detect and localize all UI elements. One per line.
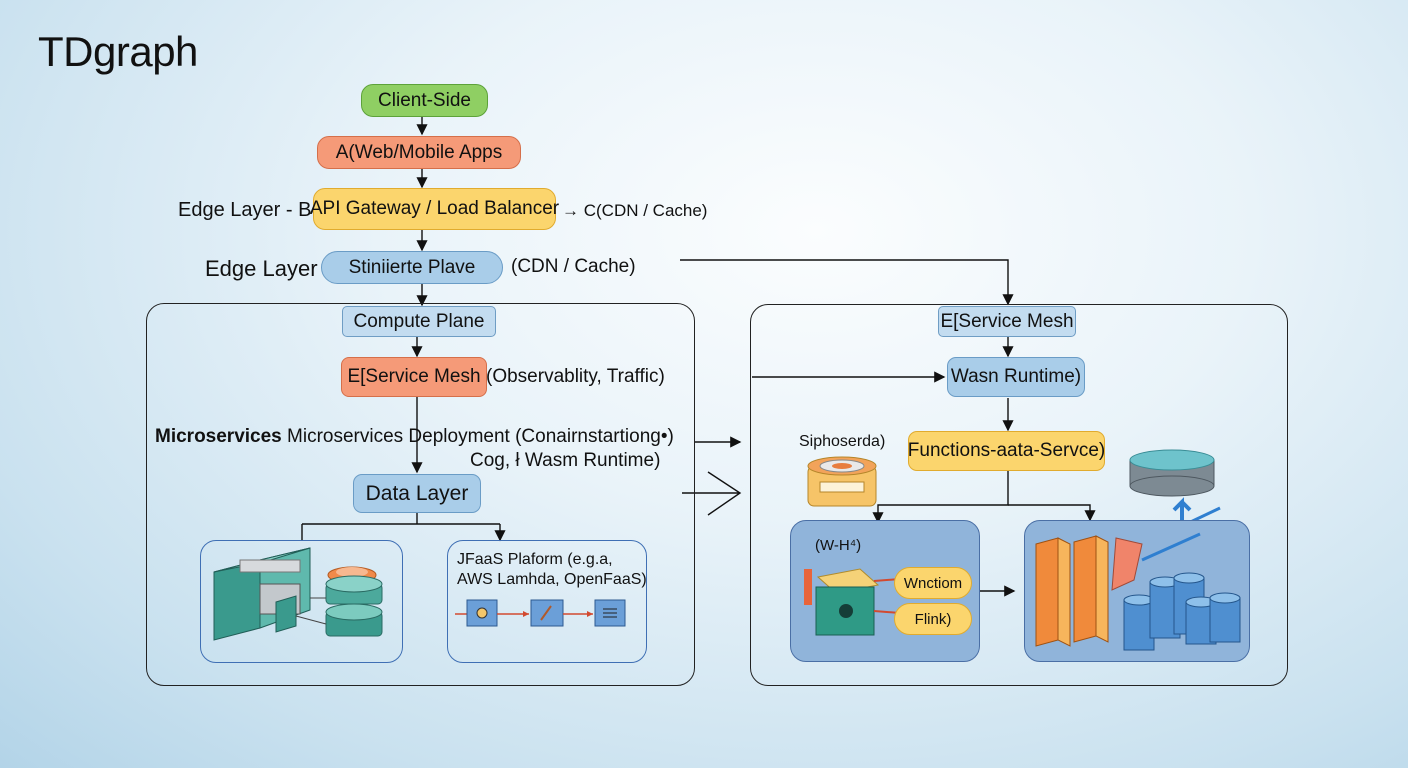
stiniierte-plave-node: Stiniierte Plave	[321, 251, 503, 284]
api-gateway-node: API Gateway / Load Balancer	[310, 188, 559, 230]
container-illustration-box	[200, 540, 403, 663]
arrow-to-storage-panel	[1008, 504, 1096, 522]
storage-cluster-icon	[1035, 532, 1241, 651]
cdn-cache-label-2: (CDN / Cache)	[511, 256, 636, 277]
microservices-bold: Microservices	[155, 426, 282, 447]
serverless-panel	[750, 304, 1288, 686]
client-side-node: Client-Side	[361, 84, 488, 117]
microservices-deployment: Microservices Deployment (Conairnstartio…	[281, 426, 674, 447]
data-layer-branch	[301, 512, 500, 540]
compute-panel	[146, 303, 695, 686]
web-mobile-apps-node: A(Web/Mobile Apps	[317, 136, 521, 169]
service-mesh-node-right: E[Service Mesh	[938, 306, 1076, 337]
winction-node: Wnctiom	[894, 567, 972, 599]
container-icon	[213, 547, 383, 641]
edge-layer-label: Edge Layer - B(	[178, 199, 319, 221]
microservices-label: Microservices Microservices Deployment (…	[155, 426, 674, 448]
faas-platform-label: JFaaS Plaform (e.g.a,	[457, 551, 613, 568]
data-layer-node: Data Layer	[353, 474, 481, 513]
storage-disk-icon	[807, 456, 877, 507]
arrow-to-stream-panel	[872, 470, 1009, 524]
wh-label: (W-H⁴)	[815, 537, 862, 554]
stream-processor-icon	[804, 568, 901, 636]
functions-as-service-node: Functions-aata-Servce)	[908, 431, 1105, 471]
wasm-runtime-label: Cog, ł Wasm Runtime)	[470, 450, 661, 471]
siphoserda-label: Siphoserda)	[799, 433, 886, 450]
database-icon	[1129, 449, 1221, 534]
cdn-cache-label: → C(CDN / Cache)	[562, 201, 708, 220]
faas-platform-box	[447, 540, 647, 663]
chevron-right-icon	[682, 471, 742, 516]
observability-label: (Observablity, Traffic)	[486, 366, 665, 387]
compute-plane-node: Compute Plane	[342, 306, 496, 337]
service-mesh-node-left: E[Service Mesh	[341, 357, 487, 397]
faas-examples-label: AWS Lamhda, OpenFaaS)	[457, 571, 647, 588]
wasm-runtime-node: Wasn Runtime)	[947, 357, 1085, 397]
diagram-title: TDgraph	[38, 28, 198, 75]
edge-layer-label-2: Edge Layer	[205, 256, 318, 281]
faas-pipeline-icon	[455, 599, 626, 627]
flink-node: Flink)	[894, 603, 972, 635]
arrow-plane-to-right-mesh	[680, 259, 1014, 306]
